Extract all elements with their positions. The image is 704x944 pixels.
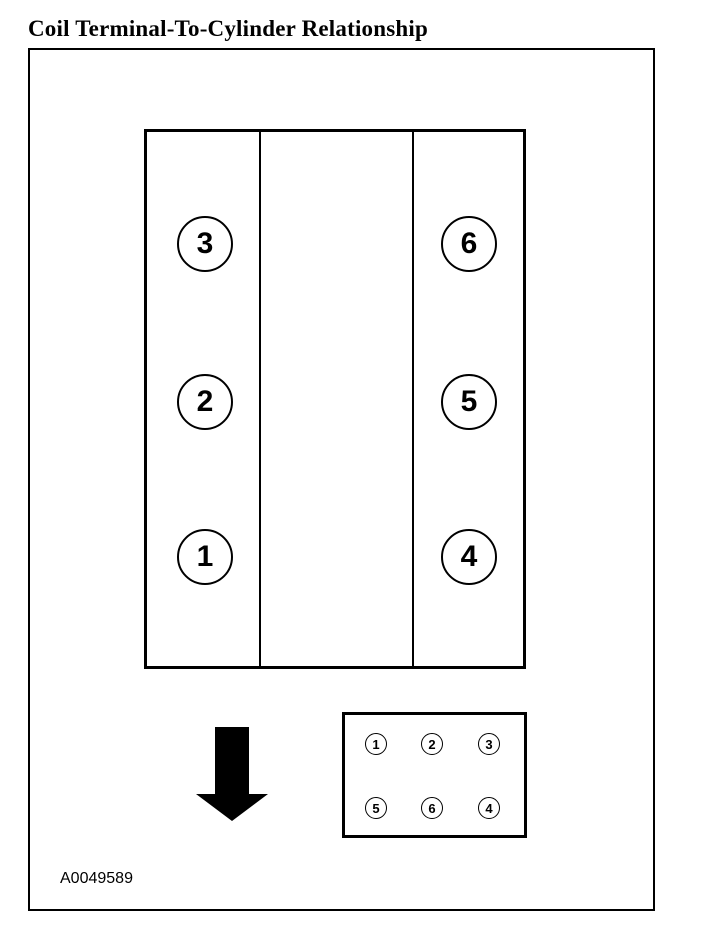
right-bank-divider xyxy=(412,132,414,666)
coil-terminal-3: 3 xyxy=(478,733,500,755)
coil-terminal-5: 5 xyxy=(365,797,387,819)
coil-pack: 1 2 3 5 6 4 xyxy=(342,712,527,838)
cylinder-2: 2 xyxy=(177,374,233,430)
coil-terminal-6: 6 xyxy=(421,797,443,819)
cylinder-5: 5 xyxy=(441,374,497,430)
engine-block: 3 2 1 6 5 4 xyxy=(144,129,526,669)
diagram-title: Coil Terminal-To-Cylinder Relationship xyxy=(28,16,428,41)
cylinder-4: 4 xyxy=(441,529,497,585)
coil-terminal-1: 1 xyxy=(365,733,387,755)
cylinder-6: 6 xyxy=(441,216,497,272)
arrow-down-icon xyxy=(196,727,268,821)
figure-id: A0049589 xyxy=(60,870,133,887)
left-bank-divider xyxy=(259,132,261,666)
cylinder-1: 1 xyxy=(177,529,233,585)
diagram-frame xyxy=(28,48,655,911)
coil-terminal-2: 2 xyxy=(421,733,443,755)
cylinder-3: 3 xyxy=(177,216,233,272)
coil-terminal-4: 4 xyxy=(478,797,500,819)
